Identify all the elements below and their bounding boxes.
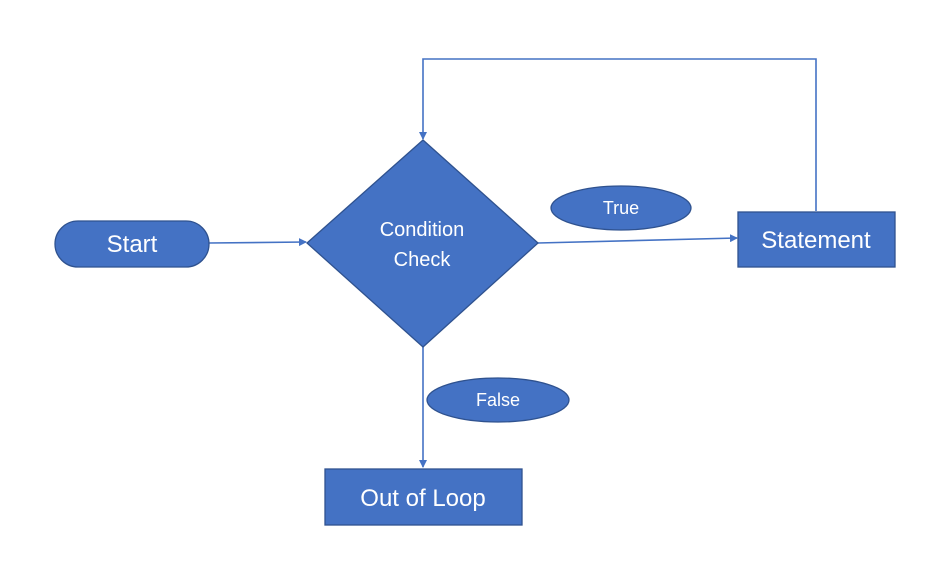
condition-label-line1: Condition	[380, 219, 465, 241]
false-label: False	[476, 390, 520, 410]
statement-label: Statement	[761, 227, 871, 254]
start-node: Start	[54, 220, 210, 268]
out-of-loop-node: Out of Loop	[324, 468, 523, 526]
arrow-start-to-condition	[208, 238, 307, 247]
true-branch-label: True	[550, 185, 692, 231]
arrow-condition-to-statement	[537, 234, 738, 244]
condition-check-node: Condition Check	[306, 139, 539, 348]
start-label: Start	[107, 231, 158, 258]
false-branch-label: False	[426, 377, 570, 423]
out-of-loop-label: Out of Loop	[360, 485, 485, 512]
statement-node: Statement	[737, 211, 896, 268]
arrow-statement-loop-back	[419, 58, 817, 211]
true-label: True	[603, 198, 639, 218]
condition-label-line2: Check	[394, 249, 452, 271]
